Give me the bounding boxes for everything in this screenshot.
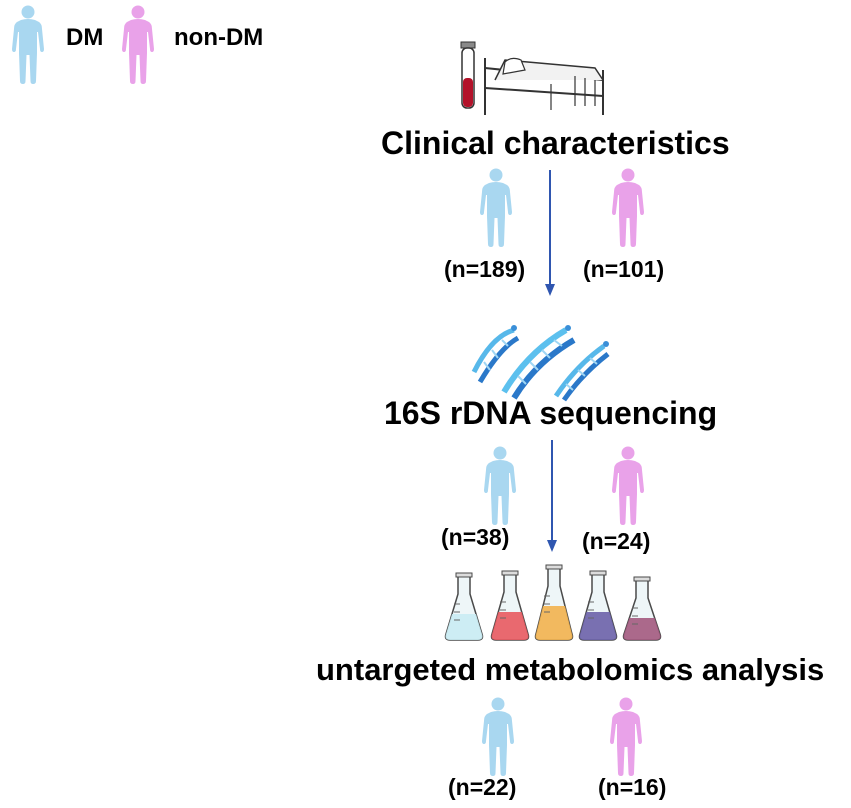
flow-arrow — [547, 440, 557, 552]
dm-legend-person-icon — [8, 5, 48, 85]
stage-title-clinical: Clinical characteristics — [381, 125, 730, 161]
flask-icon — [490, 570, 530, 641]
blood-tube-and-hospital-bed-icon — [460, 41, 604, 115]
dm-person-icon — [478, 697, 518, 777]
non-dm-legend-person-icon — [118, 5, 158, 85]
stage-title-metabolomics: untargeted metabolomics analysis — [316, 652, 825, 687]
non-dm-count: (n=101) — [583, 256, 665, 282]
non-dm-count: (n=24) — [582, 528, 651, 554]
flow-arrow — [545, 170, 555, 296]
non-dm-person-icon — [608, 168, 648, 248]
dm-count: (n=189) — [444, 256, 526, 282]
dna-helix-icon — [471, 325, 610, 402]
non-dm-person-icon — [606, 697, 646, 777]
dm-person-icon — [480, 446, 520, 526]
flask-icon — [534, 564, 574, 641]
non-dm-person-icon — [608, 446, 648, 526]
non-dm-count: (n=16) — [598, 774, 667, 800]
legend: DM non-DM — [0, 0, 300, 90]
stage-title-16s: 16S rDNA sequencing — [384, 395, 718, 431]
flask-icon — [444, 572, 484, 641]
lab-flasks-icon — [444, 564, 662, 641]
dm-count: (n=22) — [448, 774, 517, 800]
dm-person-icon — [476, 168, 516, 248]
flask-icon — [578, 570, 618, 641]
flask-icon — [622, 576, 662, 641]
dm-legend-label: DM — [66, 24, 104, 51]
dm-count: (n=38) — [441, 524, 510, 550]
non-dm-legend-label: non-DM — [174, 24, 264, 51]
